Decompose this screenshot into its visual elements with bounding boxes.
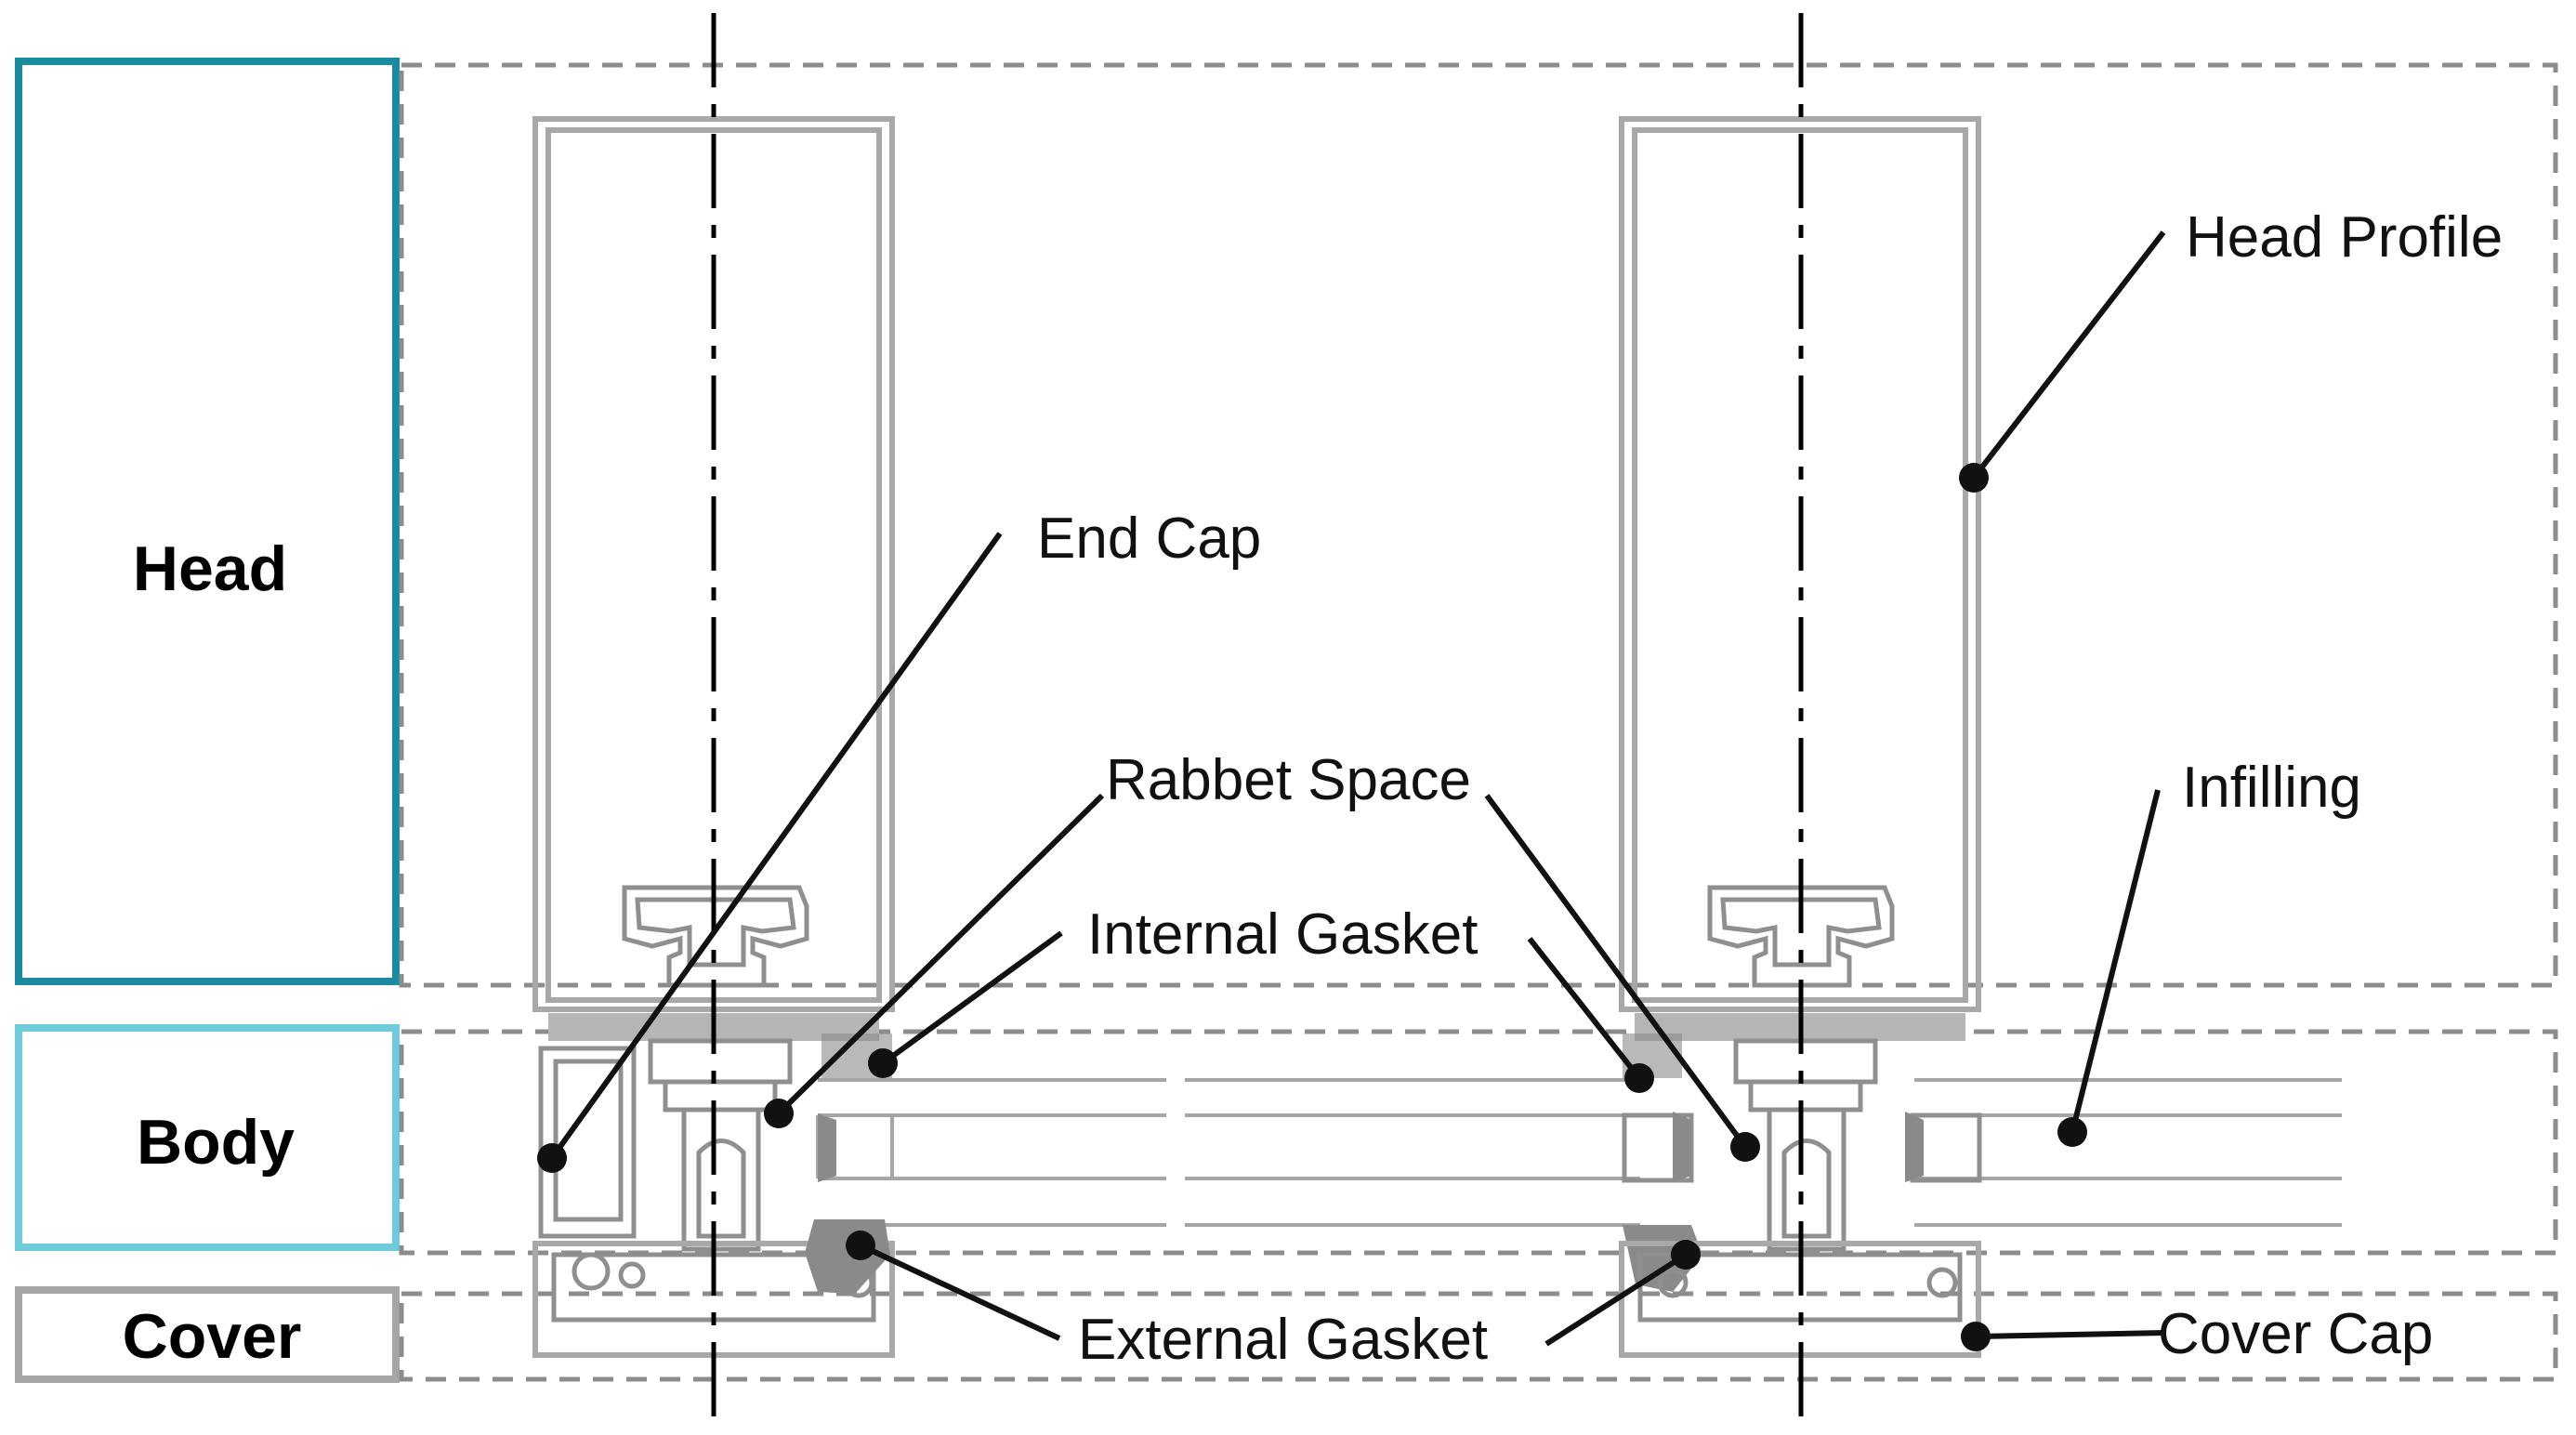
- internal-gasket-right-dot: [1624, 1063, 1654, 1093]
- cover-zone-guide: [399, 1291, 2558, 1382]
- infilling-panes: [816, 1078, 2342, 1227]
- rabbet-space-left-dot: [764, 1099, 794, 1128]
- head-zone-guide: [399, 62, 2558, 988]
- cover-cap-label: Cover Cap: [2158, 1302, 2433, 1366]
- head-zone-label: Head: [133, 533, 287, 604]
- external-gasket-label: External Gasket: [1078, 1308, 1488, 1372]
- internal-gasket-label: Internal Gasket: [1087, 902, 1478, 967]
- zone-legend: Head Body Cover: [15, 58, 400, 1383]
- rabbet-space-label: Rabbet Space: [1106, 748, 1471, 812]
- cover-cap-dot: [1961, 1322, 1991, 1351]
- body-zone-guide: [399, 1029, 2558, 1256]
- external-gasket-right-dot: [1671, 1240, 1701, 1270]
- head-zone-box: [15, 58, 400, 985]
- rabbet-space-right-dot: [1730, 1132, 1760, 1162]
- end-cap-dot: [537, 1143, 567, 1173]
- body-zone-box: [15, 1024, 400, 1251]
- infilling-dot: [2057, 1117, 2087, 1147]
- head-profile-dot: [1959, 463, 1989, 493]
- internal-gasket-left-dot: [868, 1048, 898, 1078]
- callout-labels: End Cap Head Profile Rabbet Space Infill…: [1037, 205, 2503, 1372]
- external-gasket-left-dot: [846, 1231, 875, 1260]
- infilling-label: Infilling: [2182, 756, 2361, 820]
- body-zone-label: Body: [137, 1107, 295, 1178]
- leader-lines: [537, 230, 2166, 1351]
- end-cap-label: End Cap: [1037, 507, 1261, 571]
- zone-guides: [399, 62, 2558, 1382]
- head-profile-label: Head Profile: [2186, 205, 2503, 270]
- cover-zone-label: Cover: [123, 1301, 302, 1372]
- cover-zone-box: [15, 1286, 400, 1383]
